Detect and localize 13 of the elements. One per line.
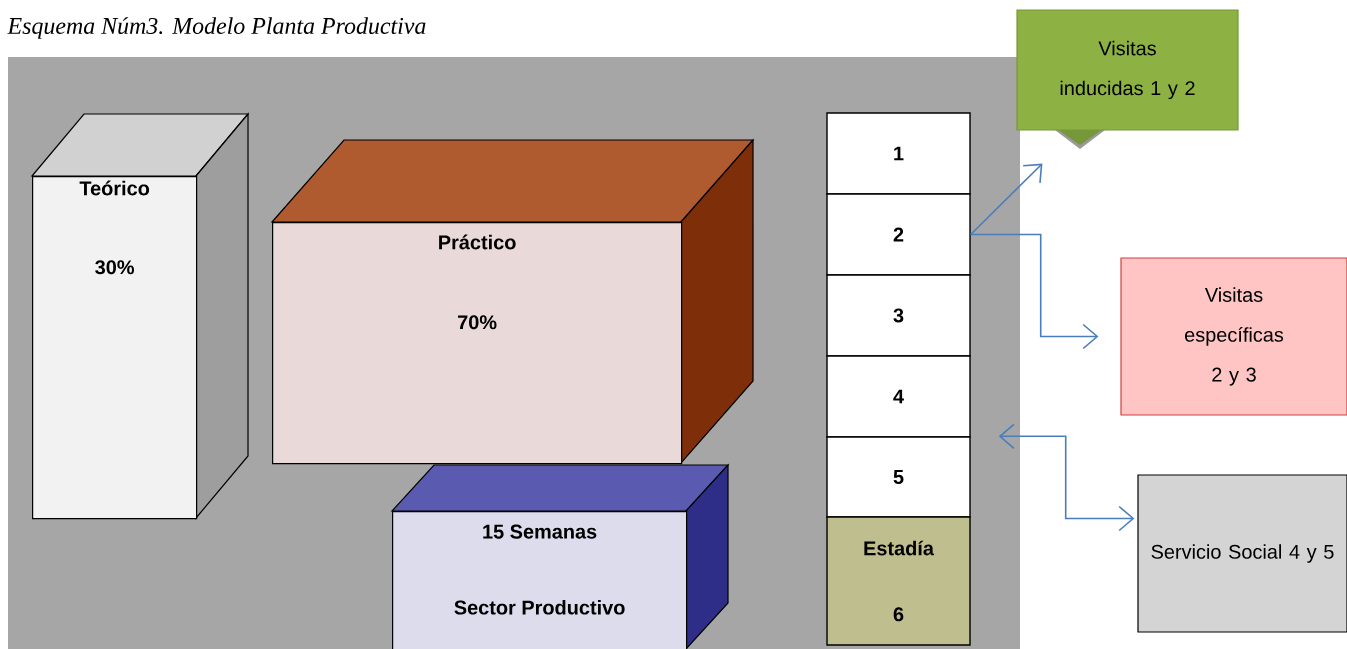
title: Esquema Núm3. Modelo Planta Productiva: [7, 17, 426, 39]
stage-cell: Estadía 6: [826, 516, 971, 646]
info-box: Servicio Social 4 y 5: [1137, 474, 1347, 633]
number-cell: 3: [826, 274, 971, 357]
number-cell: 5: [826, 436, 971, 518]
callout-box: Visitas inducidas 1 y 2: [1016, 9, 1239, 149]
number-cell: 1: [826, 112, 971, 195]
info-box: Visitas específicas 2 y 3: [1120, 257, 1347, 416]
arrow: [969, 163, 1043, 236]
number-cell: 2: [826, 193, 971, 276]
arrow: [969, 233, 1099, 350]
arrow: [998, 423, 1135, 532]
number-cell: 4: [826, 355, 971, 438]
